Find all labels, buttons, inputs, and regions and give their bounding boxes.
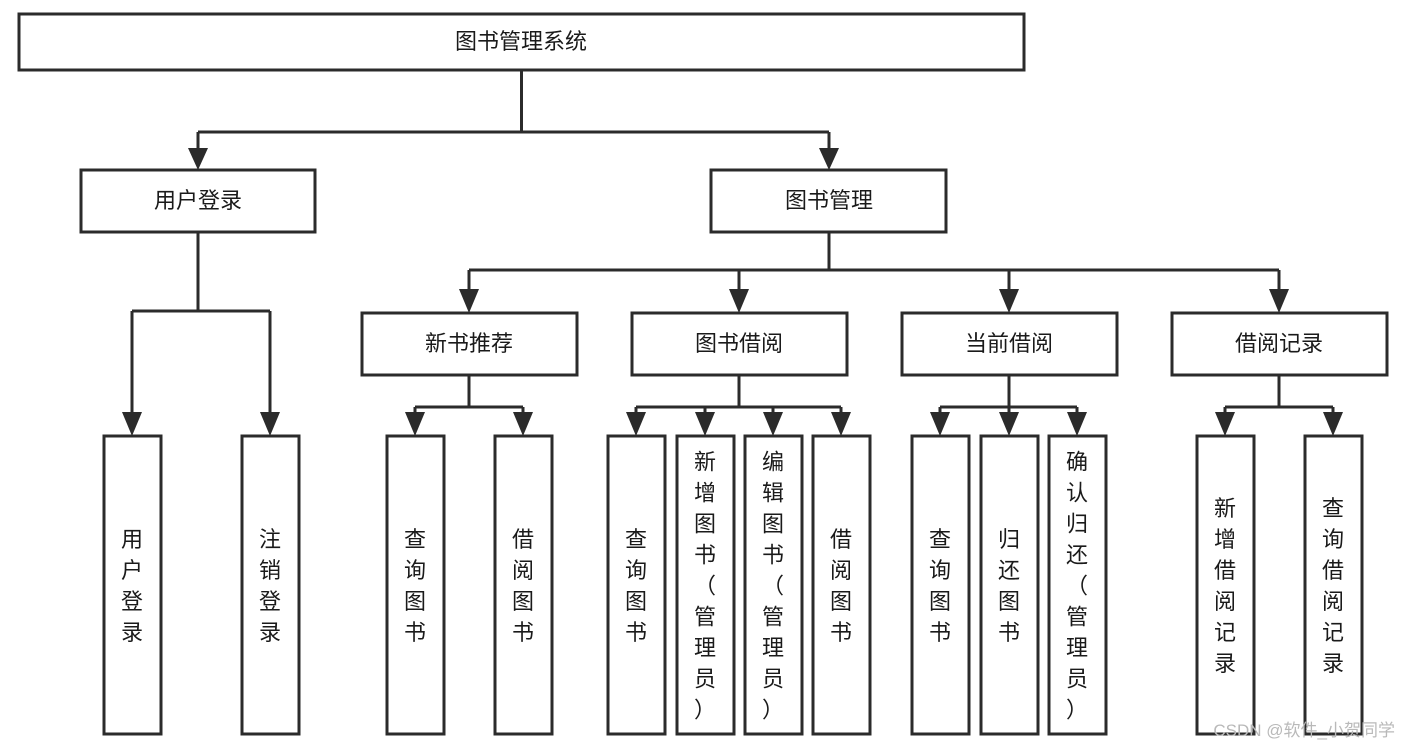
arrow-head-leaf-logout-login: [260, 412, 280, 436]
arrow-head-leaf-edit-book: [763, 412, 783, 436]
leaf-query-book-1[interactable]: 查询图书: [385, 434, 446, 736]
arrow-head-book-management: [819, 148, 839, 170]
leaf-user-login-box[interactable]: [102, 434, 163, 736]
leaf-confirm-return-label: 确认归还（管理员）: [1066, 450, 1088, 723]
leaf-return-book[interactable]: 归还图书: [979, 434, 1040, 736]
arrow-head-leaf-user-login: [122, 412, 142, 436]
leaf-add-record-box[interactable]: [1195, 434, 1256, 736]
leaf-user-login-label: 用户登录: [121, 527, 143, 645]
arrow-head-leaf-query-record: [1323, 412, 1343, 436]
node-borrow-record-box[interactable]: [1170, 311, 1389, 377]
arrow-head-borrow-record: [1269, 289, 1289, 313]
node-book-management-label: 图书管理: [785, 188, 873, 213]
leaf-add-record[interactable]: 新增借阅记录: [1195, 434, 1256, 736]
arrow-head-leaf-confirm-return: [1067, 412, 1087, 436]
node-new-book-recommend-label: 新书推荐: [425, 331, 513, 356]
leaf-borrow-book-1[interactable]: 借阅图书: [493, 434, 554, 736]
arrow-head-leaf-borrow-book-1: [513, 412, 533, 436]
leaf-borrow-book-2-label: 借阅图书: [830, 527, 852, 645]
node-user-login[interactable]: 用户登录: [79, 168, 317, 234]
node-book-management-box[interactable]: [709, 168, 948, 234]
node-current-borrow-label: 当前借阅: [965, 331, 1053, 356]
node-book-management[interactable]: 图书管理: [709, 168, 948, 234]
leaf-query-book-2-label: 查询图书: [625, 527, 647, 645]
leaf-query-book-3-box[interactable]: [910, 434, 971, 736]
node-book-borrow-box[interactable]: [630, 311, 849, 377]
leaf-return-book-box[interactable]: [979, 434, 1040, 736]
node-root-box[interactable]: [17, 12, 1026, 72]
arrow-head-user-login: [188, 148, 208, 170]
leaf-borrow-book-1-label: 借阅图书: [512, 527, 534, 645]
leaf-logout-login-label: 注销登录: [259, 527, 281, 645]
node-book-borrow[interactable]: 图书借阅: [630, 311, 849, 377]
arrow-head-leaf-query-book-3: [930, 412, 950, 436]
leaf-edit-book[interactable]: 编辑图书（管理员）: [743, 434, 804, 736]
leaf-add-book-box[interactable]: [675, 434, 736, 736]
connector-layer: [122, 70, 1343, 436]
leaf-query-book-1-box[interactable]: [385, 434, 446, 736]
leaf-user-login[interactable]: 用户登录: [102, 434, 163, 736]
leaf-query-record-label: 查询借阅记录: [1322, 496, 1344, 676]
leaf-query-book-2-box[interactable]: [606, 434, 667, 736]
arrow-head-current-borrow: [999, 289, 1019, 313]
node-new-book-recommend-box[interactable]: [360, 311, 579, 377]
node-new-book-recommend[interactable]: 新书推荐: [360, 311, 579, 377]
leaf-borrow-book-1-box[interactable]: [493, 434, 554, 736]
node-borrow-record-label: 借阅记录: [1235, 331, 1323, 356]
leaf-query-book-3[interactable]: 查询图书: [910, 434, 971, 736]
leaf-borrow-book-2-box[interactable]: [811, 434, 872, 736]
leaf-logout-login-box[interactable]: [240, 434, 301, 736]
leaf-confirm-return[interactable]: 确认归还（管理员）: [1047, 434, 1108, 736]
leaf-query-record-box[interactable]: [1303, 434, 1364, 736]
node-current-borrow-box[interactable]: [900, 311, 1119, 377]
arrow-head-leaf-query-book-1: [405, 412, 425, 436]
leaf-edit-book-box[interactable]: [743, 434, 804, 736]
leaf-confirm-return-box[interactable]: [1047, 434, 1108, 736]
node-current-borrow[interactable]: 当前借阅: [900, 311, 1119, 377]
node-root[interactable]: 图书管理系统: [17, 12, 1026, 72]
node-user-login-label: 用户登录: [154, 188, 242, 213]
leaf-borrow-book-2[interactable]: 借阅图书: [811, 434, 872, 736]
leaf-add-book[interactable]: 新增图书（管理员）: [675, 434, 736, 736]
arrow-head-new-book-recommend: [459, 289, 479, 313]
node-root-label: 图书管理系统: [455, 29, 587, 54]
arrow-head-leaf-query-book-2: [626, 412, 646, 436]
leaf-add-record-label: 新增借阅记录: [1214, 496, 1236, 676]
leaf-query-record[interactable]: 查询借阅记录: [1303, 434, 1364, 736]
node-book-borrow-label: 图书借阅: [695, 331, 783, 356]
csdn-watermark: CSDN @软件_小贺同学: [1213, 721, 1395, 740]
node-user-login-box[interactable]: [79, 168, 317, 234]
arrow-head-leaf-add-record: [1215, 412, 1235, 436]
leaf-add-book-label: 新增图书（管理员）: [694, 450, 716, 723]
leaf-logout-login[interactable]: 注销登录: [240, 434, 301, 736]
leaf-query-book-1-label: 查询图书: [404, 527, 426, 645]
arrow-head-leaf-borrow-book-2: [831, 412, 851, 436]
node-borrow-record[interactable]: 借阅记录: [1170, 311, 1389, 377]
leaf-query-book-2[interactable]: 查询图书: [606, 434, 667, 736]
arrow-head-book-borrow: [729, 289, 749, 313]
leaf-edit-book-label: 编辑图书（管理员）: [762, 450, 784, 723]
leaf-query-book-3-label: 查询图书: [929, 527, 951, 645]
leaf-return-book-label: 归还图书: [998, 527, 1020, 645]
arrow-head-leaf-add-book: [695, 412, 715, 436]
arrow-head-leaf-return-book: [999, 412, 1019, 436]
